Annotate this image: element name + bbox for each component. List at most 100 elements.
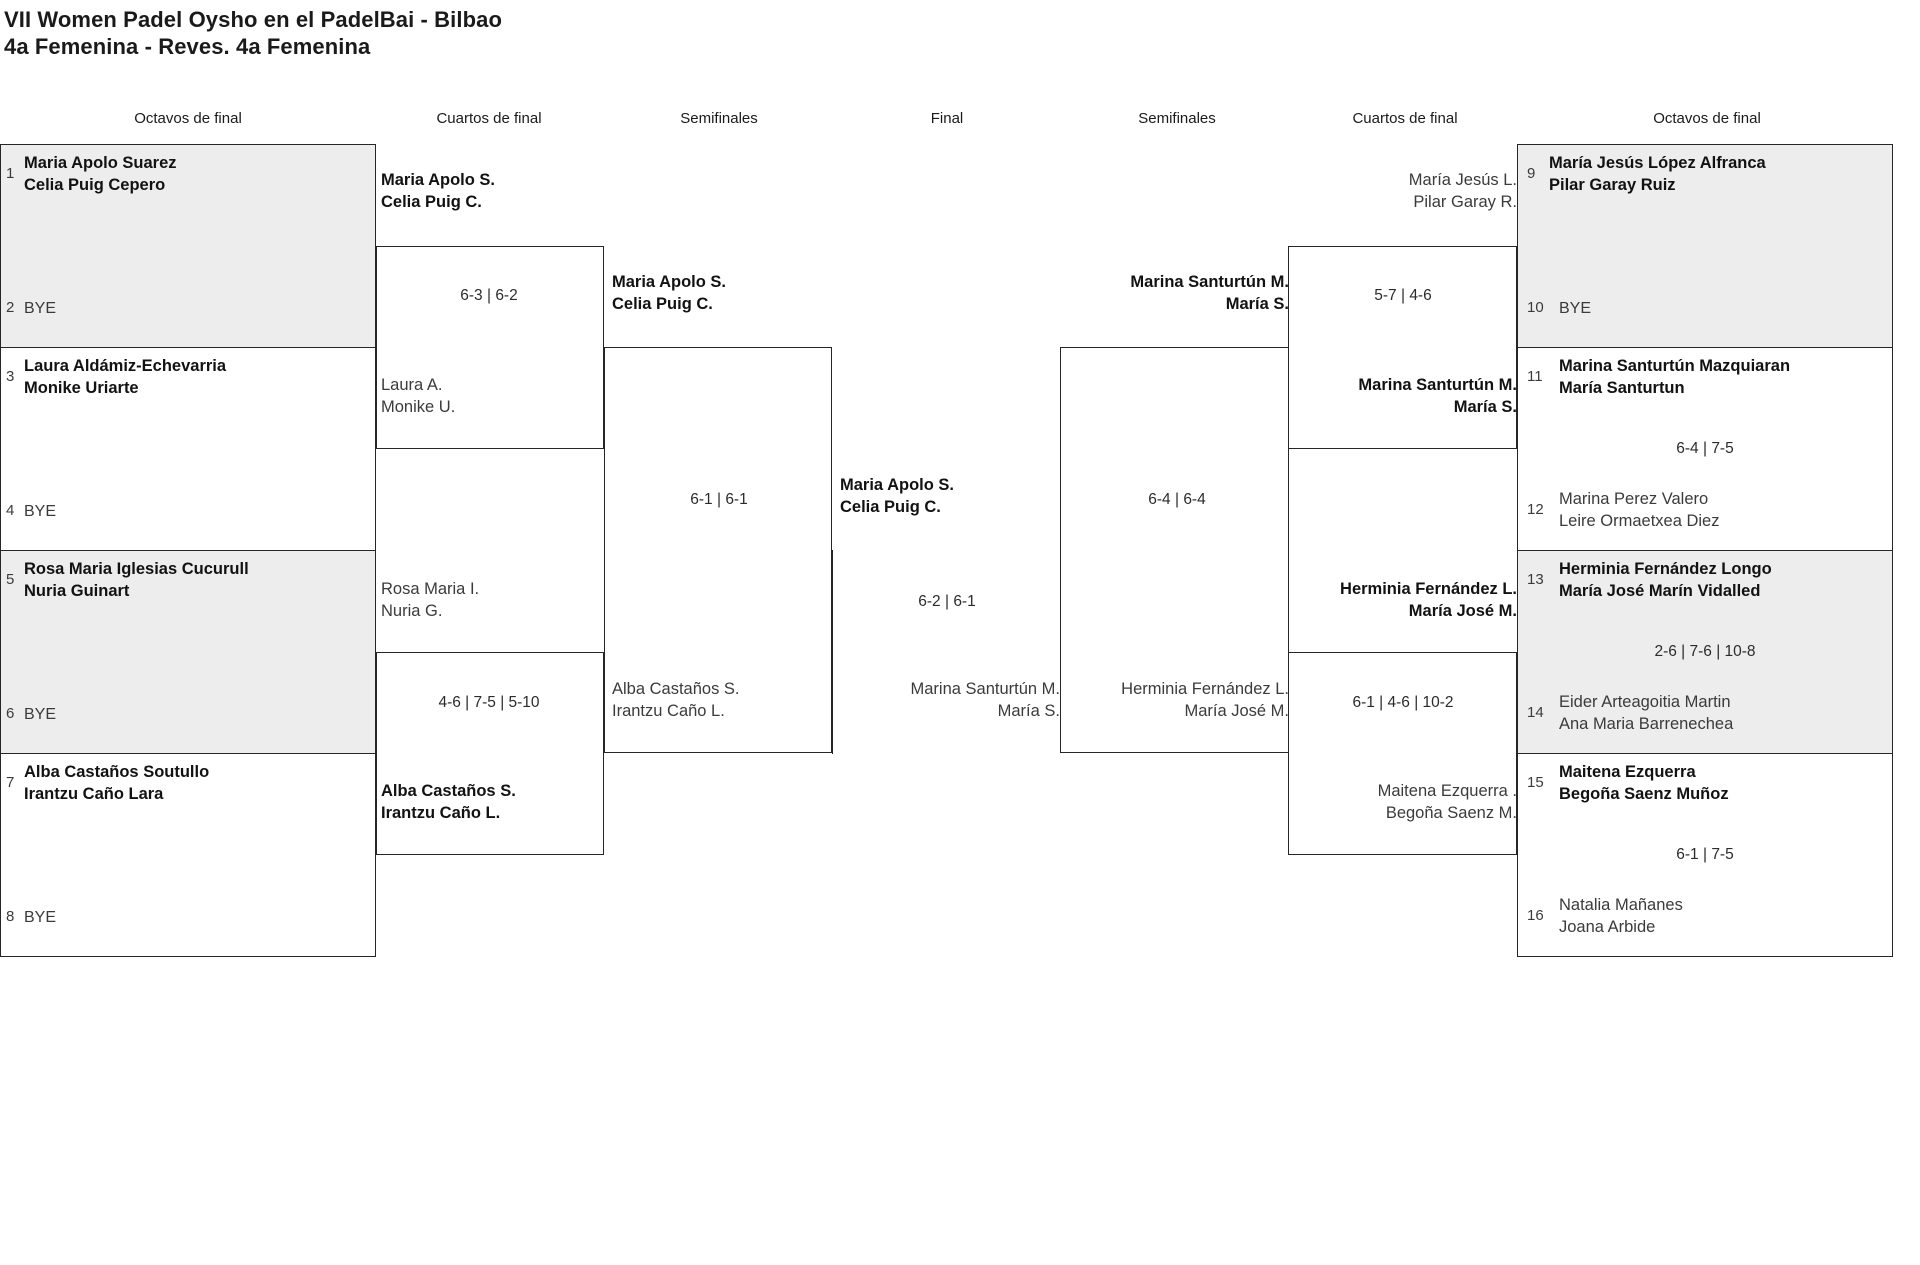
semis-right-box[interactable] <box>1060 347 1289 753</box>
final-winner-line2: Celia Puig C. <box>840 498 941 516</box>
octavos-box-2[interactable] <box>0 347 376 551</box>
player-name-line1: BYE <box>24 706 57 723</box>
semis-right-name-2-line1: Herminia Fernández L. <box>1121 680 1289 698</box>
semis-left-box[interactable] <box>604 347 832 753</box>
cuartos-right-name-1-line1: María Jesús L. <box>1408 171 1517 189</box>
player-name-line2: Leire Ormaetxea Diez <box>1559 512 1720 530</box>
octavos-box-4[interactable] <box>0 753 376 957</box>
player-name-line1: BYE <box>24 503 57 520</box>
final-score: 6-2 | 6-1 <box>918 593 976 610</box>
octavos-entry-15[interactable]: 15 Maitena Ezquerra Begoña Saenz Muñoz <box>1517 761 1893 813</box>
octavos-entry-16[interactable]: 16 Natalia Mañanes Joana Arbide <box>1517 894 1893 946</box>
player-name-line2: Monike Uriarte <box>24 379 139 397</box>
round-header-cuartos-left: Cuartos de final <box>436 110 542 127</box>
cuartos-right-name-3-line2: María José M. <box>1408 602 1517 620</box>
octavos-box-6[interactable] <box>1517 347 1893 551</box>
cuartos-right-score-1: 5-7 | 4-6 <box>1374 287 1432 304</box>
octavos-box-1[interactable] <box>0 144 376 348</box>
player-name-line1: Natalia Mañanes <box>1559 896 1683 914</box>
round-header-semifinales-left: Semifinales <box>680 110 758 127</box>
octavos-entry-7[interactable]: 7 Alba Castaños Soutullo Irantzu Caño La… <box>0 761 376 813</box>
octavos-entry-6[interactable]: 6 BYE <box>0 703 376 729</box>
player-name-line2: María Santurtun <box>1559 379 1685 397</box>
player-name-line2: Begoña Saenz Muñoz <box>1559 785 1729 803</box>
octavos-entry-4[interactable]: 4 BYE <box>0 500 376 526</box>
final-loser-line2: María S. <box>997 702 1060 720</box>
seed-number: 15 <box>1527 774 1544 791</box>
cuartos-left-name-3-line1: Rosa Maria I. <box>381 580 480 598</box>
cuartos-left-name-2-line1: Laura A. <box>381 376 443 394</box>
octavos-entry-8[interactable]: 8 BYE <box>0 906 376 932</box>
player-name-line1: BYE <box>1559 300 1592 317</box>
player-name-line1: Laura Aldámiz-Echevarria <box>24 357 227 375</box>
cuartos-right-name-4-line1: Maitena Ezquerra . <box>1377 782 1517 800</box>
cuartos-right-box-2[interactable] <box>1288 652 1517 855</box>
player-name-line1: Alba Castaños Soutullo <box>24 763 210 781</box>
round-header-final: Final <box>930 110 964 127</box>
octavos-right-score-15: 6-1 | 7-5 <box>1676 846 1734 863</box>
seed-number: 8 <box>6 908 15 925</box>
player-name-line2: Pilar Garay Ruiz <box>1549 176 1676 194</box>
cuartos-right-name-1-line2: Pilar Garay R. <box>1413 193 1517 211</box>
final-connector <box>832 550 1061 754</box>
seed-number: 4 <box>6 502 15 519</box>
cuartos-left-name-1-line2: Celia Puig C. <box>381 193 482 211</box>
player-name-line1: María Jesús López Alfranca <box>1549 154 1766 172</box>
octavos-entry-10[interactable]: 10 BYE <box>1517 297 1893 323</box>
octavos-entry-11[interactable]: 11 Marina Santurtún Mazquiaran María San… <box>1517 355 1893 407</box>
semis-left-name-1-line1: Maria Apolo S. <box>612 273 726 291</box>
player-name-line1: Rosa Maria Iglesias Cucurull <box>24 560 249 578</box>
octavos-box-7[interactable] <box>1517 550 1893 754</box>
seed-number: 16 <box>1527 907 1544 924</box>
octavos-entry-5[interactable]: 5 Rosa Maria Iglesias Cucurull Nuria Gui… <box>0 558 376 610</box>
player-name-line2: María José Marín Vidalled <box>1559 582 1761 600</box>
seed-number: 2 <box>6 299 15 316</box>
semis-right-name-1-line1: Marina Santurtún M. <box>1130 273 1289 291</box>
cuartos-left-name-2-line2: Monike U. <box>381 398 456 416</box>
cuartos-left-score-3: 4-6 | 7-5 | 5-10 <box>438 694 540 711</box>
octavos-entry-13[interactable]: 13 Herminia Fernández Longo María José M… <box>1517 558 1893 610</box>
semis-left-name-1-line2: Celia Puig C. <box>612 295 713 313</box>
cuartos-right-name-3-line1: Herminia Fernández L. <box>1340 580 1517 598</box>
semis-right-score: 6-4 | 6-4 <box>1148 491 1206 508</box>
round-header-cuartos-right: Cuartos de final <box>1352 110 1458 127</box>
final-loser-line1: Marina Santurtún M. <box>910 680 1060 698</box>
player-name-line2: Joana Arbide <box>1559 918 1656 936</box>
player-name-line2: Ana Maria Barrenechea <box>1559 715 1734 733</box>
octavos-entry-2[interactable]: 2 BYE <box>0 297 376 323</box>
seed-number: 9 <box>1527 165 1536 182</box>
final-winner-line1: Maria Apolo S. <box>840 476 954 494</box>
semis-left-score: 6-1 | 6-1 <box>690 491 748 508</box>
round-header-octavos-left: Octavos de final <box>134 110 242 127</box>
octavos-box-8[interactable] <box>1517 753 1893 957</box>
cuartos-left-box-1[interactable] <box>376 246 604 449</box>
octavos-entry-9[interactable]: 9 María Jesús López Alfranca Pilar Garay… <box>1517 152 1893 204</box>
seed-number: 3 <box>6 368 15 385</box>
player-name-line2: Nuria Guinart <box>24 582 130 600</box>
player-name-line2: Irantzu Caño Lara <box>24 785 164 803</box>
player-name-line1: Maria Apolo Suarez <box>24 154 177 172</box>
cuartos-right-box-1[interactable] <box>1288 246 1517 449</box>
seed-number: 1 <box>6 165 15 182</box>
seed-number: 14 <box>1527 704 1544 721</box>
cuartos-left-name-4-line2: Irantzu Caño L. <box>381 804 501 822</box>
octavos-entry-12[interactable]: 12 Marina Perez Valero Leire Ormaetxea D… <box>1517 488 1893 540</box>
cuartos-left-box-2[interactable] <box>376 652 604 855</box>
cuartos-left-name-3-line2: Nuria G. <box>381 602 443 620</box>
player-name-line1: Marina Perez Valero <box>1559 490 1709 508</box>
octavos-entry-1[interactable]: 1 Maria Apolo Suarez Celia Puig Cepero <box>0 152 376 204</box>
seed-number: 5 <box>6 571 15 588</box>
player-name-line1: BYE <box>24 300 57 317</box>
octavos-box-5[interactable] <box>1517 144 1893 348</box>
player-name-line1: Herminia Fernández Longo <box>1559 560 1772 578</box>
player-name-line2: Celia Puig Cepero <box>24 176 166 194</box>
octavos-entry-3[interactable]: 3 Laura Aldámiz-Echevarria Monike Uriart… <box>0 355 376 407</box>
player-name-line1: Eider Arteagoitia Martin <box>1559 693 1731 711</box>
seed-number: 13 <box>1527 571 1544 588</box>
cuartos-right-name-4-line2: Begoña Saenz M. <box>1385 804 1517 822</box>
semis-right-name-1-line2: María S. <box>1225 295 1289 313</box>
octavos-entry-14[interactable]: 14 Eider Arteagoitia Martin Ana Maria Ba… <box>1517 691 1893 743</box>
seed-number: 10 <box>1527 299 1544 316</box>
cuartos-left-name-4-line1: Alba Castaños S. <box>381 782 516 800</box>
